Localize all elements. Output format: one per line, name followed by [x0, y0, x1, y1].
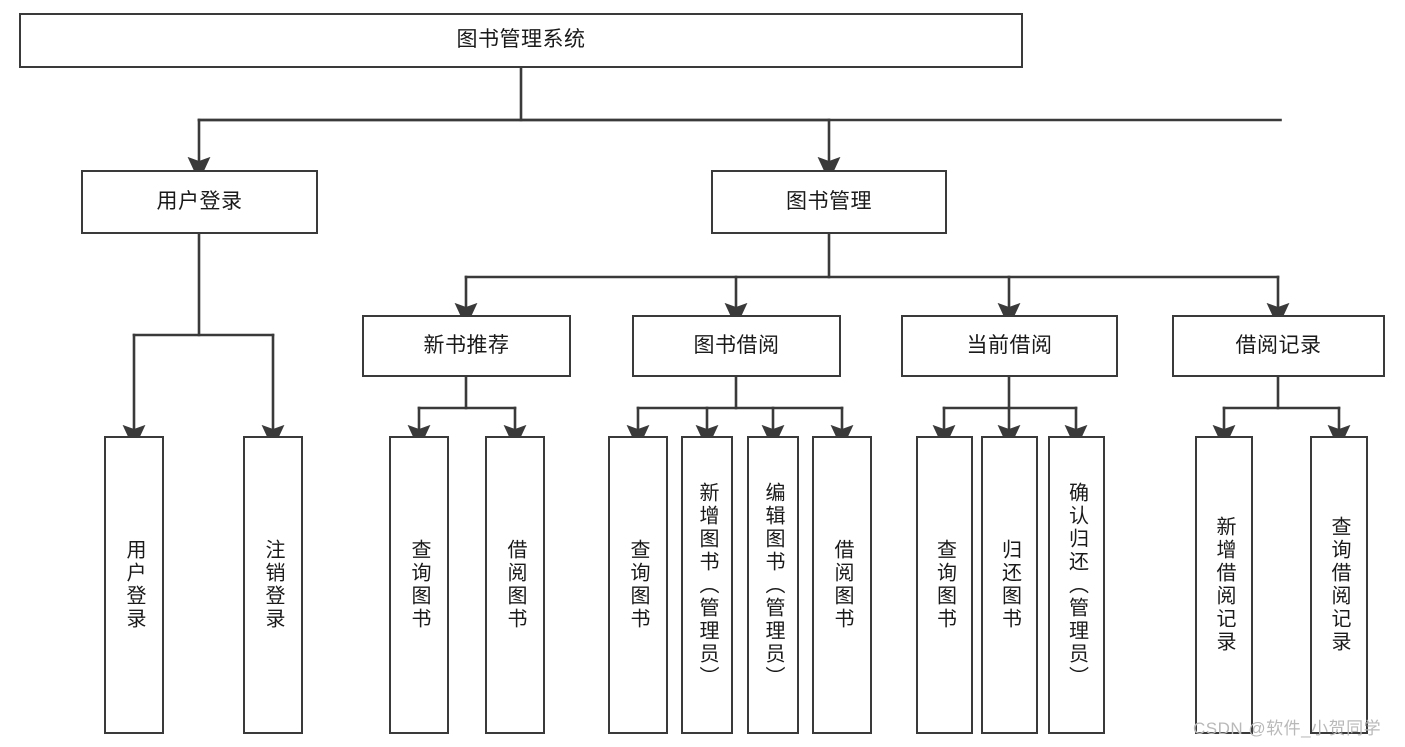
node-leaf-borrow-book-2-label: 借阅图书	[831, 539, 853, 631]
node-leaf-query-book-1[interactable]: 查询图书	[389, 436, 449, 734]
node-root-label: 图书管理系统	[456, 28, 586, 52]
node-leaf-query-book-1-label: 查询图书	[408, 539, 430, 631]
node-user-login[interactable]: 用户登录	[81, 170, 318, 234]
node-leaf-confirm-return[interactable]: 确认归还（管理员）	[1048, 436, 1105, 734]
watermark-csdn: CSDN @软件_小贺同学	[1193, 719, 1382, 738]
node-leaf-confirm-return-label: 确认归还（管理员）	[1065, 481, 1088, 689]
node-user-login-label: 用户登录	[156, 189, 243, 213]
node-book-management-label: 图书管理	[786, 189, 872, 213]
node-book-borrow[interactable]: 图书借阅	[632, 315, 841, 377]
node-leaf-query-book-3[interactable]: 查询图书	[916, 436, 973, 734]
node-leaf-borrow-book-1[interactable]: 借阅图书	[485, 436, 545, 734]
node-current-borrow[interactable]: 当前借阅	[901, 315, 1118, 377]
node-book-management[interactable]: 图书管理	[711, 170, 947, 234]
node-leaf-query-record[interactable]: 查询借阅记录	[1310, 436, 1368, 734]
node-leaf-add-record[interactable]: 新增借阅记录	[1195, 436, 1253, 734]
node-new-book-recommend-label: 新书推荐	[423, 333, 510, 357]
node-leaf-edit-book[interactable]: 编辑图书（管理员）	[747, 436, 799, 734]
node-current-borrow-label: 当前借阅	[966, 333, 1053, 357]
node-root[interactable]: 图书管理系统	[19, 13, 1023, 68]
node-leaf-borrow-book-1-label: 借阅图书	[504, 539, 526, 631]
node-leaf-return-book-label: 归还图书	[998, 539, 1021, 631]
node-leaf-add-book-label: 新增图书（管理员）	[696, 481, 718, 689]
node-leaf-add-book[interactable]: 新增图书（管理员）	[681, 436, 733, 734]
node-borrow-record-label: 借阅记录	[1235, 333, 1322, 357]
node-leaf-query-book-3-label: 查询图书	[933, 539, 956, 631]
node-leaf-borrow-book-2[interactable]: 借阅图书	[812, 436, 872, 734]
node-book-borrow-label: 图书借阅	[693, 333, 780, 357]
node-leaf-return-book[interactable]: 归还图书	[981, 436, 1038, 734]
node-leaf-user-logout-label: 注销登录	[262, 539, 284, 631]
node-leaf-add-record-label: 新增借阅记录	[1213, 516, 1235, 654]
node-leaf-query-book-2-label: 查询图书	[627, 539, 649, 631]
node-leaf-user-logout[interactable]: 注销登录	[243, 436, 303, 734]
node-leaf-query-book-2[interactable]: 查询图书	[608, 436, 668, 734]
node-new-book-recommend[interactable]: 新书推荐	[362, 315, 571, 377]
node-leaf-user-login-label: 用户登录	[123, 539, 145, 631]
node-leaf-edit-book-label: 编辑图书（管理员）	[762, 481, 784, 689]
node-borrow-record[interactable]: 借阅记录	[1172, 315, 1385, 377]
node-leaf-user-login[interactable]: 用户登录	[104, 436, 164, 734]
node-leaf-query-record-label: 查询借阅记录	[1328, 516, 1350, 654]
